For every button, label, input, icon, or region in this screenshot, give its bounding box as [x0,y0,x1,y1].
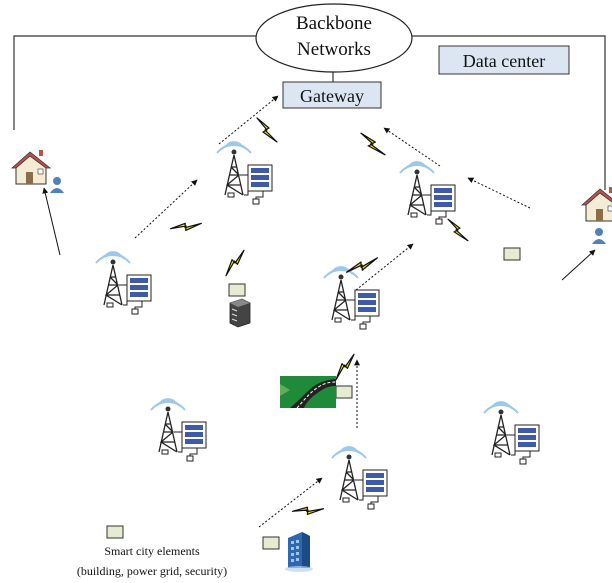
legend-sensor-box-icon [106,525,124,539]
house-icon-right [581,186,612,222]
arrow-right-tower3 [467,177,531,209]
building-icon [285,532,313,572]
lightning-icon-8 [291,494,325,526]
backbone-link-left [13,35,256,130]
lightning-icon-1 [256,117,278,143]
tower-icon-5 [150,398,207,462]
lightning-icon-2 [360,132,386,156]
backbone-label-line1: Backbone [296,13,372,34]
person-icon-right [592,228,606,244]
lightning-icon-5 [447,218,469,242]
sensor-box-icon-2 [503,247,521,261]
tower-icon-3 [399,161,456,225]
lightning-icon-3 [170,210,202,242]
gateway-label: Gateway [300,86,364,106]
house-icon-left [11,149,51,185]
gateway-node: Gateway [282,81,382,109]
legend: Smart city elements (building, power gri… [77,525,227,578]
arrow-tower3-gateway [383,127,441,167]
backbone-label-line2: Networks [297,39,371,60]
tower-icon-4 [323,266,380,330]
arrow-element-tower6 [258,477,323,528]
arrow-tower2-gateway [218,95,279,145]
backbone-networks-node: Backbone Networks [255,3,413,73]
server-icon [229,298,251,328]
arrow-tower4-tower3 [355,243,414,291]
lightning-icon-7 [330,353,360,381]
tower-icon-2 [216,141,273,205]
sensor-box-icon-4 [262,536,280,550]
person-icon-left [50,177,64,193]
road-icon [280,376,337,409]
data-center-node: Data center [438,45,570,75]
backbone-link-right [412,35,606,190]
lightning-icon-6 [345,248,379,282]
lightning-icon-4 [220,249,250,277]
legend-subtitle: (building, power grid, security) [77,564,227,578]
legend-title: Smart city elements [104,544,200,558]
data-center-label: Data center [463,51,545,71]
arrow-to-left-house [42,187,61,256]
sensor-box-icon-1 [228,283,246,297]
tower-icon-1 [95,251,152,315]
tower-icon-7 [483,401,540,465]
arrow-to-right-house [561,249,596,281]
sensor-box-icon-3 [335,385,353,399]
tower-icon-6 [331,446,388,510]
